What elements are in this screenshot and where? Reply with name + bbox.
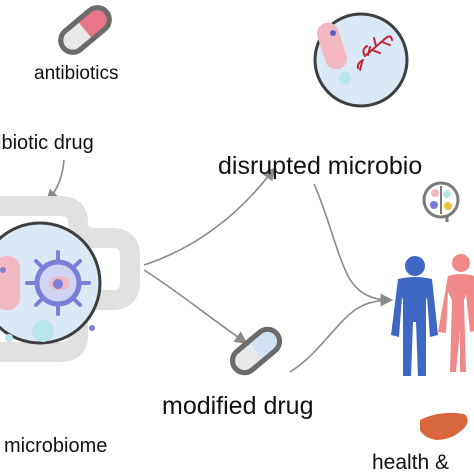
- disrupted-microbiome-label: disrupted microbio: [218, 152, 423, 180]
- bacterium-icon: [356, 35, 393, 71]
- arrow-to-modified: [143, 269, 248, 344]
- disrupted-microbiome-icon: [313, 12, 409, 108]
- male-figure: [391, 256, 438, 376]
- microbiome-label: microbiome: [4, 435, 108, 457]
- modified-capsule-icon: [230, 326, 282, 376]
- antibiotic-drug-label: ibiotic drug: [0, 132, 94, 154]
- arrow-modified-to-health: [289, 299, 391, 373]
- arrow-disrupted-to-health: [313, 183, 394, 307]
- female-figure: [438, 254, 474, 372]
- liver-icon: [420, 412, 468, 440]
- antibiotic-capsule-icon: [58, 5, 112, 55]
- antibiotics-label: antibiotics: [34, 63, 119, 84]
- gut-microbiome-icon: [0, 196, 140, 362]
- arrow-to-disrupted: [143, 167, 275, 266]
- drug-to-gut-arrow: [45, 159, 65, 203]
- human-figures-icon: [391, 254, 474, 376]
- health-label: health &: [372, 451, 450, 474]
- modified-drug-label: modified drug: [162, 392, 314, 420]
- brain-icon: [422, 181, 460, 222]
